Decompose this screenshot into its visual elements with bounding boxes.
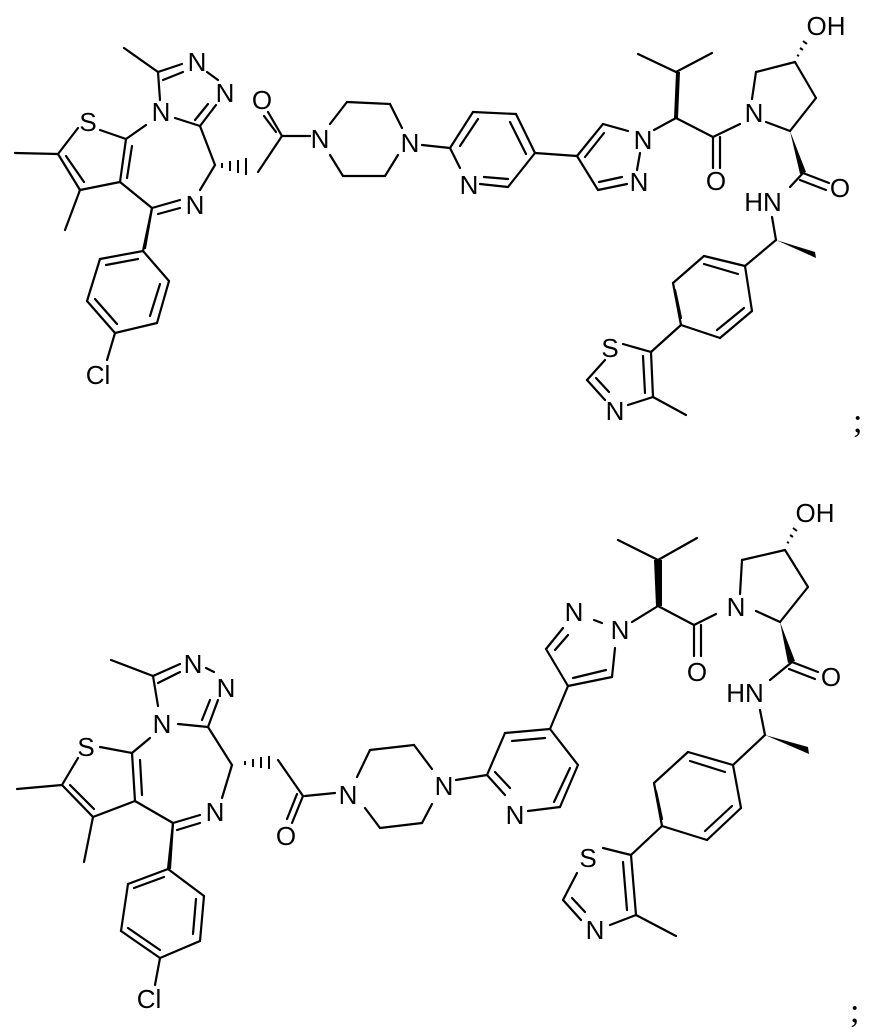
atom-OH: OH — [807, 11, 846, 41]
atom-N: N — [634, 125, 653, 155]
atom-N: N — [727, 592, 746, 622]
atom-O: O — [252, 85, 272, 115]
atom-N: N — [506, 800, 525, 830]
atom-N: N — [206, 797, 225, 827]
atom-N: N — [401, 128, 420, 158]
atom-N: N — [184, 649, 203, 679]
atom-S: S — [79, 107, 96, 137]
atom-Cl: Cl — [86, 360, 111, 390]
atom-N: N — [630, 167, 649, 197]
atom-O: O — [687, 657, 707, 687]
atom-N: N — [311, 124, 330, 154]
atom-N: N — [152, 97, 171, 127]
atom-S: S — [601, 333, 618, 363]
atom-N: N — [186, 190, 205, 220]
atom-N: N — [611, 615, 630, 645]
atom-N: N — [435, 771, 454, 801]
atom-N: N — [586, 915, 605, 945]
atom-O: O — [706, 166, 726, 196]
atom-N: N — [339, 780, 358, 810]
atom-Cl: Cl — [137, 984, 162, 1014]
atom-N: N — [460, 170, 479, 200]
atom-N: N — [565, 597, 584, 627]
atom-OH: OH — [796, 498, 835, 528]
atom-S: S — [579, 843, 596, 873]
atom-O: O — [276, 821, 296, 851]
terminator-semicolon: ; — [850, 993, 859, 1030]
atom-N: N — [217, 673, 236, 703]
atom-N: N — [606, 396, 625, 426]
atom-N: N — [188, 47, 207, 77]
terminator-semicolon: ; — [853, 403, 862, 440]
atom-N: N — [216, 78, 235, 108]
atom-O: O — [821, 662, 841, 692]
atom-S: S — [77, 732, 94, 762]
atom-N: N — [745, 98, 764, 128]
atom-HN: HN — [726, 678, 764, 708]
atom-O: O — [830, 173, 850, 203]
atom-N: N — [153, 709, 172, 739]
structure-1: N N N S N O N N N N N O N OH O HN S N Cl… — [13, 11, 862, 440]
atom-HN: HN — [744, 187, 782, 217]
structure-2: N N N S N O N N N N N O N OH O HN S N Cl… — [15, 498, 859, 1030]
